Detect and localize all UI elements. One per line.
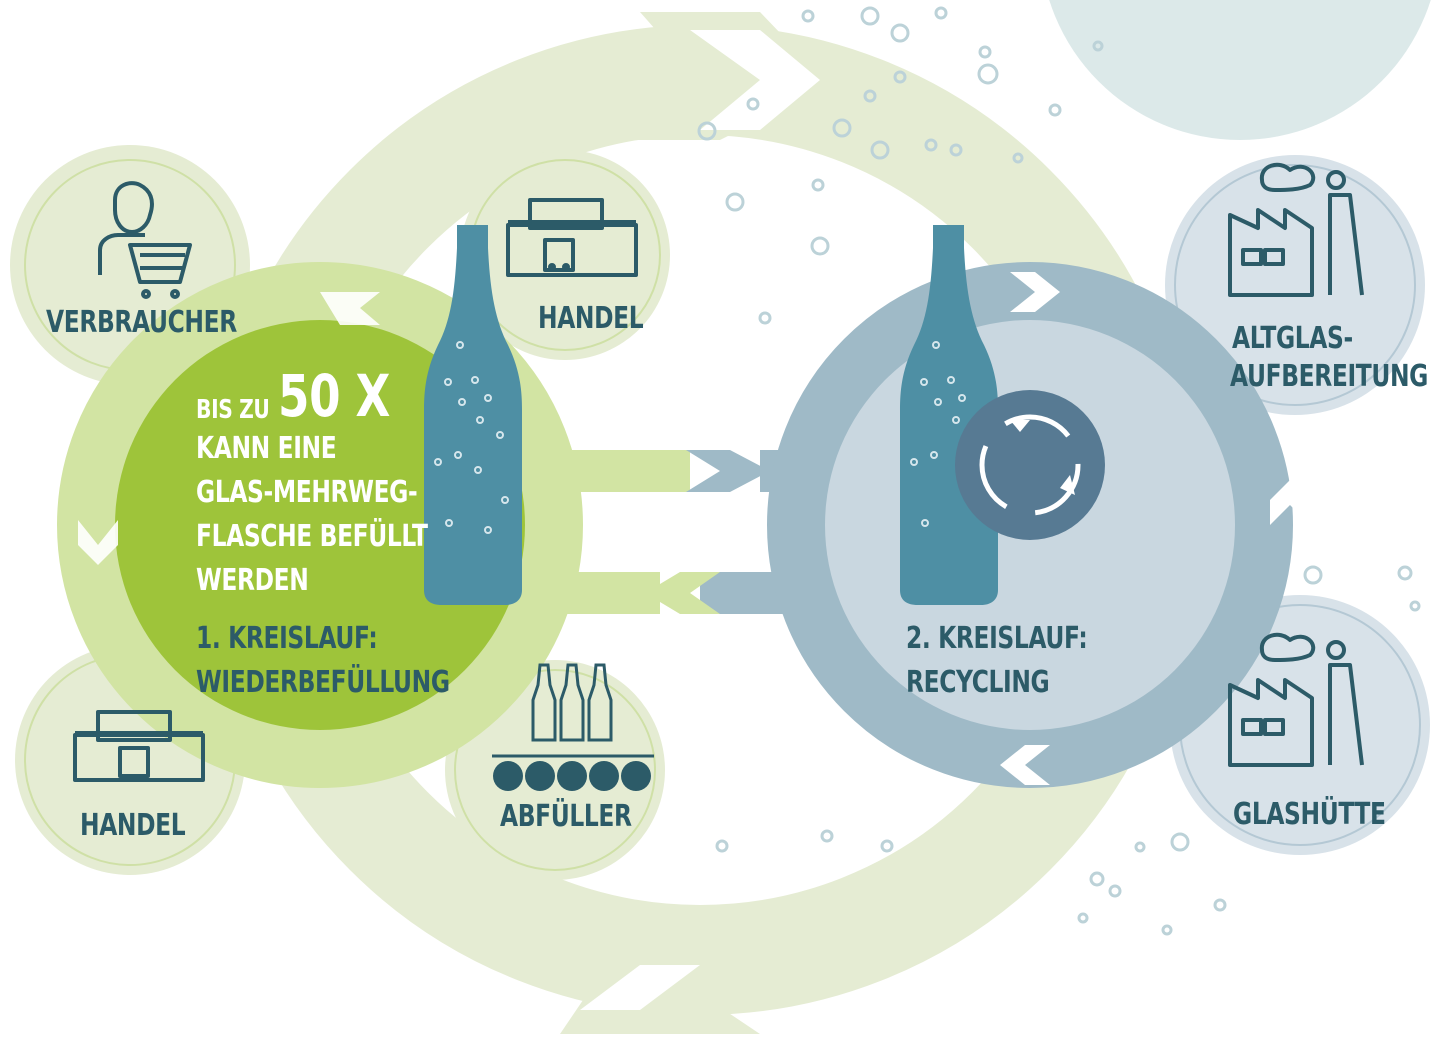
label-verbraucher: VERBRAUCHER xyxy=(46,305,237,340)
factory-icon-bottom xyxy=(1228,632,1364,767)
bubbles xyxy=(697,6,1421,936)
shop-icon xyxy=(506,198,638,277)
label-abfueller: ABFÜLLER xyxy=(500,799,632,834)
top-right-decoration xyxy=(1049,0,1431,140)
label-handel-top: HANDEL xyxy=(538,301,644,336)
green-cycle-ring xyxy=(57,262,583,788)
label-handel-bottom: HANDEL xyxy=(80,808,186,843)
cycle1-line1: 1. KREISLAUF: xyxy=(196,621,378,656)
bottle-icon xyxy=(424,225,522,605)
factory-icon xyxy=(1228,162,1364,297)
cycle2-line1: 2. KREISLAUF: xyxy=(906,621,1088,656)
headline-pre: BIS ZU xyxy=(196,395,270,425)
bottling-line-icon xyxy=(492,663,654,791)
headline-line3: FLASCHE BEFÜLLT xyxy=(196,519,428,554)
recycle-icon xyxy=(955,390,1105,540)
cycle1-line2: WIEDERBEFÜLLUNG xyxy=(196,665,450,700)
cycle2-line2: RECYCLING xyxy=(906,665,1050,700)
label-glashuette: GLASHÜTTE xyxy=(1233,797,1386,832)
headline-line2: GLAS-MEHRWEG- xyxy=(196,475,418,510)
headline-line4: WERDEN xyxy=(196,563,309,598)
shop-icon-bottom xyxy=(73,710,205,782)
person-cart-icon xyxy=(98,181,192,299)
headline-line1: KANN EINE xyxy=(196,431,337,466)
headline-big: 50 X xyxy=(278,362,391,430)
label-altglas-line2: AUFBEREITUNG xyxy=(1230,359,1428,394)
label-altglas-line1: ALTGLAS- xyxy=(1232,321,1353,356)
